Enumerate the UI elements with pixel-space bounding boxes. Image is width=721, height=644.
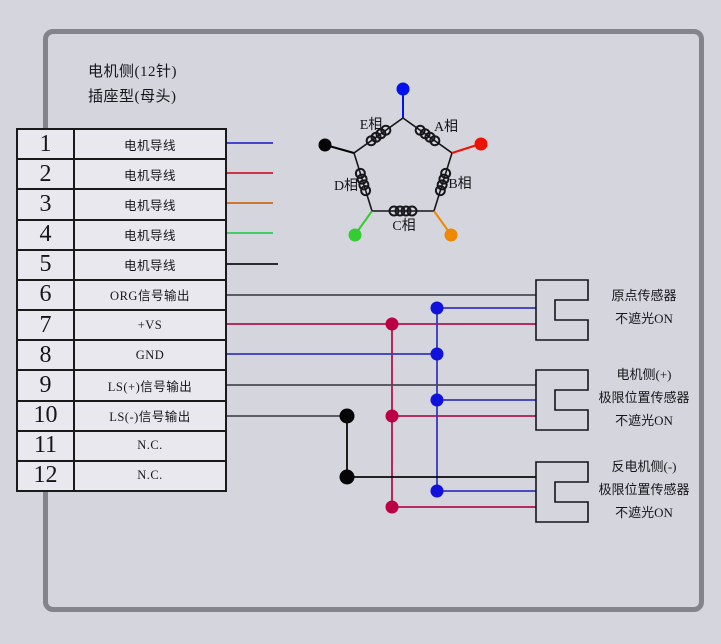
green-lead-wire xyxy=(356,210,373,233)
junction-dot-crimson xyxy=(385,409,399,423)
sensor-label-line: 原点传感器 xyxy=(611,288,677,303)
pin-function: LS(+)信号输出 xyxy=(107,379,193,394)
pentagon-winding-ring xyxy=(353,117,453,212)
junction-dot-crimson xyxy=(385,317,399,331)
motor-side-limit-sensor-label: 电机侧(+) 极限位置传感器 不遮光ON xyxy=(592,363,696,432)
pin-number: 3 xyxy=(18,190,75,219)
phase-b-coil xyxy=(434,167,452,197)
pin-row-11: 11 N.C. xyxy=(18,431,225,462)
pin-row-7: 7 +VS xyxy=(18,311,225,342)
sensor-1-symbol xyxy=(535,279,589,341)
sensor-label-line: 极限位置传感器 xyxy=(598,482,690,497)
junction-dot-blue xyxy=(430,347,444,361)
pin-function: 电机导线 xyxy=(123,198,176,213)
phase-e-coil xyxy=(365,124,392,147)
pin-number: 6 xyxy=(18,280,75,310)
junction-dot-blue xyxy=(430,484,444,498)
sensor-label-line: 极限位置传感器 xyxy=(598,390,690,405)
pin-row-3: 3 电机导线 xyxy=(18,190,225,221)
junction-dot-black xyxy=(339,408,355,424)
green-lead-dot xyxy=(348,228,362,242)
sensor-label-line: 电机侧(+) xyxy=(616,367,672,382)
pin-function: 电机导线 xyxy=(123,168,176,183)
sensor-label-line: 不遮光ON xyxy=(615,413,673,428)
pin-number: 5 xyxy=(18,250,75,279)
phase-d-coil xyxy=(354,167,372,197)
orange-lead-dot xyxy=(444,228,458,242)
phase-a-coil xyxy=(414,124,441,147)
pin-number: 1 xyxy=(18,130,75,159)
pin-row-4: 4 电机导线 xyxy=(18,220,225,251)
pin-number: 9 xyxy=(18,371,75,400)
pin-number: 4 xyxy=(18,220,75,249)
pin-number: 10 xyxy=(18,401,75,430)
phase-b-label: B相 xyxy=(448,176,471,192)
phase-e-label: E相 xyxy=(360,117,383,133)
sensor-label-line: 反电机侧(-) xyxy=(611,459,677,474)
junction-dot-crimson xyxy=(385,500,399,514)
header-line-1: 电机侧(12针) xyxy=(88,64,177,80)
junction-dot-blue xyxy=(430,301,444,315)
pin-number: 12 xyxy=(18,461,75,491)
pin-row-6: 6 ORG信号输出 xyxy=(18,280,225,312)
header-line-2: 插座型(母头) xyxy=(88,89,177,105)
phase-a-label: A相 xyxy=(434,119,458,135)
pin-row-12: 12 N.C. xyxy=(18,461,225,491)
pin-function: LS(-)信号输出 xyxy=(109,410,191,425)
sensor-label-line: 不遮光ON xyxy=(615,311,673,326)
pin-number: 7 xyxy=(18,311,75,340)
pin-function: 电机导线 xyxy=(123,138,176,153)
pin-table: 1 电机导线 2 电机导线 3 电机导线 4 电机导线 5 电机导线 6 ORG信号输出 7… xyxy=(16,128,227,492)
phase-c-label: C相 xyxy=(392,218,415,234)
black-lead-wire xyxy=(328,145,355,154)
pin-row-8: 8 GND xyxy=(18,341,225,372)
sensor-2-symbol xyxy=(535,369,589,431)
pin-function: GND xyxy=(135,347,165,362)
pin-function: N.C. xyxy=(137,468,163,483)
red-lead-dot xyxy=(474,137,488,151)
blue-lead-dot xyxy=(396,82,410,96)
sensor-3-symbol xyxy=(535,461,589,523)
pin-function: ORG信号输出 xyxy=(110,289,190,304)
ls-minus-jumper-wire xyxy=(346,416,536,478)
pin-row-9: 9 LS(+)信号输出 xyxy=(18,371,225,402)
junction-dot-black xyxy=(339,469,355,485)
black-lead-dot xyxy=(318,138,332,152)
pin-function: N.C. xyxy=(137,438,163,453)
junction-dot-blue xyxy=(430,393,444,407)
phase-c-coil xyxy=(388,205,418,217)
red-lead-wire xyxy=(451,144,478,154)
orange-lead-wire xyxy=(433,210,450,233)
pin-row-5: 5 电机导线 xyxy=(18,250,225,281)
pin-number: 8 xyxy=(18,341,75,370)
origin-sensor-label: 原点传感器 不遮光ON xyxy=(592,284,696,330)
sensor-label-line: 不遮光ON xyxy=(615,505,673,520)
connector-header: 电机侧(12针) 插座型(母头) xyxy=(88,60,177,110)
pin-number: 11 xyxy=(18,431,75,460)
pin-number: 2 xyxy=(18,160,75,189)
phase-d-label: D相 xyxy=(334,178,358,194)
pin-function: 电机导线 xyxy=(123,229,176,244)
pin-function: +VS xyxy=(137,317,163,332)
pin-row-10: 10 LS(-)信号输出 xyxy=(18,401,225,432)
pin-function: 电机导线 xyxy=(123,259,176,274)
anti-motor-side-limit-sensor-label: 反电机侧(-) 极限位置传感器 不遮光ON xyxy=(592,455,696,524)
pin-row-2: 2 电机导线 xyxy=(18,160,225,191)
pin-row-1: 1 电机导线 xyxy=(18,130,225,161)
